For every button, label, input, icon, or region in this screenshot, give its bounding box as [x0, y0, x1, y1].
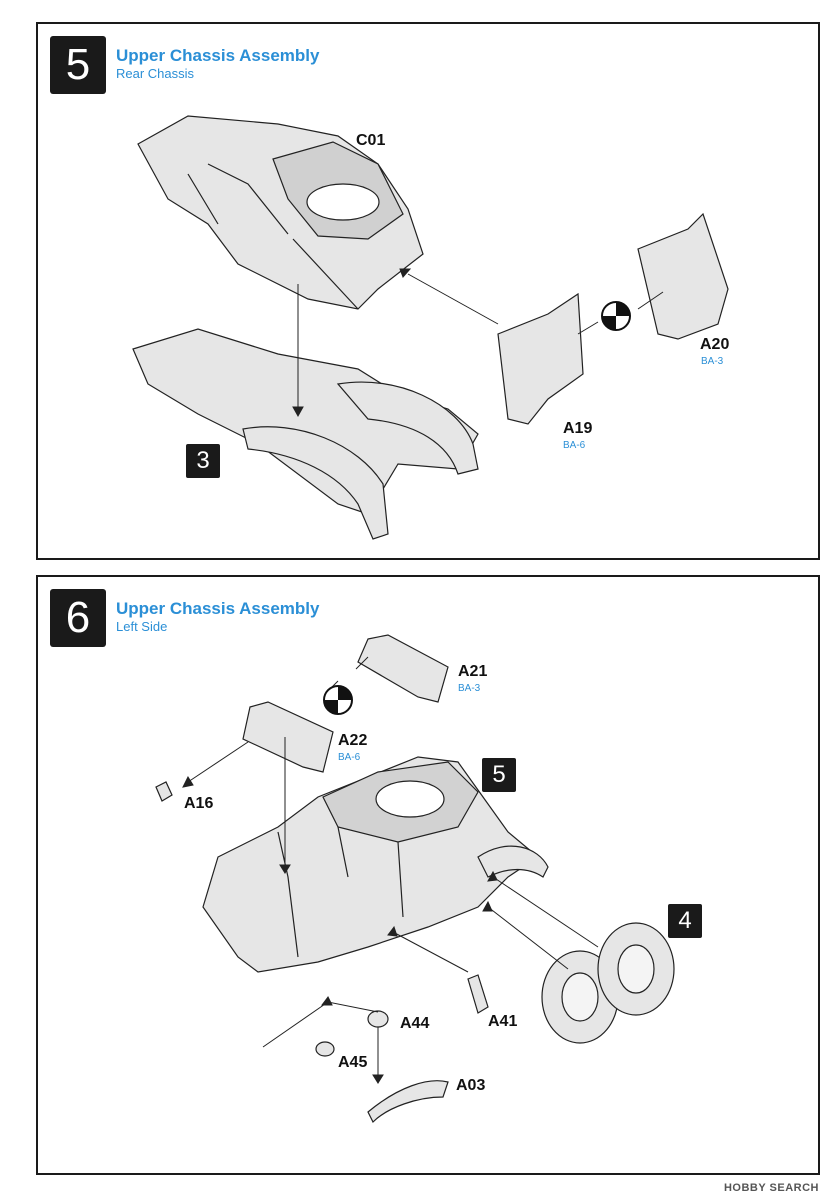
part-a03-shape	[367, 1080, 449, 1124]
step-6-panel: 6 Upper Chassis Assembly Left Side	[36, 575, 820, 1175]
reference-step-badge: 3	[186, 444, 220, 478]
part-label-a44: A44	[400, 1015, 430, 1032]
part-a44-shape	[367, 1010, 389, 1028]
alternative-part-symbol	[323, 685, 353, 715]
part-note-a22: BA-6	[338, 752, 361, 763]
plate-a21	[357, 634, 449, 703]
part-label-a21: A21	[458, 663, 488, 680]
step-title: Upper Chassis Assembly	[116, 46, 320, 65]
wheel-set	[541, 922, 675, 1044]
watermark: HOBBY SEARCH	[723, 1182, 819, 1194]
part-note-a21: BA-3	[458, 683, 481, 694]
part-label-a41: A41	[488, 1013, 518, 1030]
part-label-a16: A16	[184, 795, 214, 812]
part-label-c01: C01	[356, 132, 386, 149]
step-number-badge: 6	[50, 589, 106, 647]
left-side-illustration	[155, 634, 675, 1124]
part-label-a03: A03	[456, 1077, 486, 1094]
rear-chassis-illustration	[132, 115, 729, 540]
part-a41-shape	[467, 974, 489, 1014]
part-a45-shape	[315, 1041, 335, 1057]
reference-step-badge-5: 5	[482, 758, 516, 792]
panel-a19	[497, 292, 584, 425]
step-5-panel: 5 Upper Chassis Assembly Rear Chassis	[36, 22, 820, 560]
part-label-a20: A20	[700, 336, 730, 353]
part-note-a19: BA-6	[563, 440, 586, 451]
step-title: Upper Chassis Assembly	[116, 599, 320, 618]
part-a16-shape	[155, 781, 173, 802]
part-label-a19: A19	[563, 420, 593, 437]
panel-a20	[637, 212, 729, 340]
part-note-a20: BA-3	[701, 356, 724, 367]
alternative-part-symbol	[601, 301, 631, 331]
part-label-a22: A22	[338, 732, 368, 749]
part-label-a45: A45	[338, 1054, 368, 1071]
plate-a22	[242, 701, 334, 773]
step-number-badge: 5	[50, 36, 106, 94]
step-subtitle: Left Side	[116, 619, 168, 634]
step-subtitle: Rear Chassis	[116, 66, 195, 81]
reference-step-badge-4: 4	[668, 904, 702, 938]
